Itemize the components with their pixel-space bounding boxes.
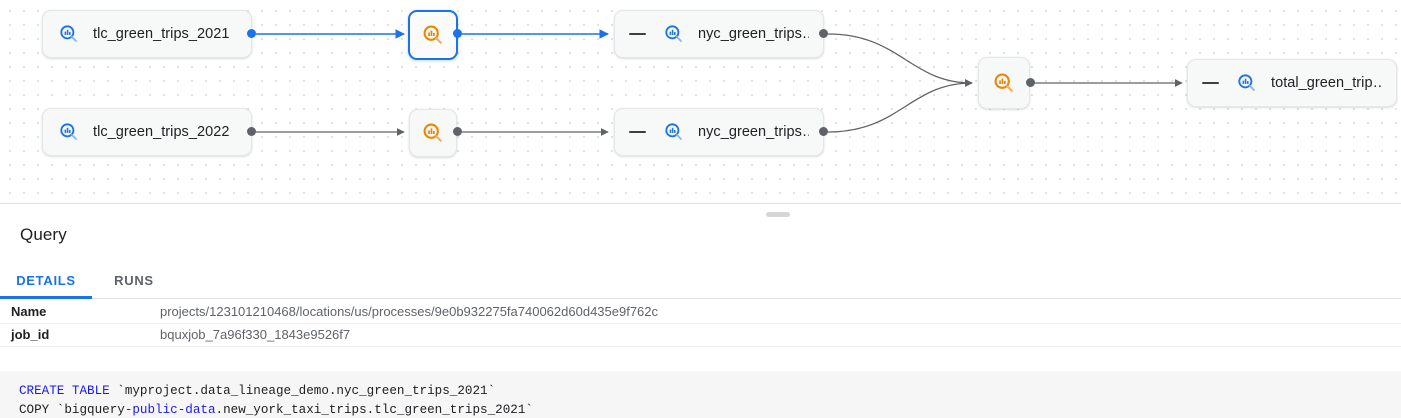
port-out-process-2022[interactable] xyxy=(453,127,462,136)
node-label: nyc_green_trips… xyxy=(698,124,809,140)
property-value: projects/123101210468/locations/us/proce… xyxy=(160,304,659,319)
port-out-tlc-green-trips-2021[interactable] xyxy=(247,29,256,38)
panel-title: Query xyxy=(20,225,67,244)
bigquery-process-icon xyxy=(992,71,1016,95)
code-line: COPY `bigquery-public-data.new_york_taxi… xyxy=(19,403,533,417)
panel-tab-bar: DETAILS RUNS xyxy=(0,264,1401,299)
detail-panel: Query DETAILS RUNS Name projects/1231012… xyxy=(0,203,1401,418)
property-value: bquxjob_7a96f330_1843e9526f7 xyxy=(160,327,351,342)
tab-details[interactable]: DETAILS xyxy=(0,263,92,299)
port-out-nyc-green-trips-2022[interactable] xyxy=(819,127,828,136)
property-key: job_id xyxy=(11,327,50,342)
graph-node-tlc-green-trips-2022[interactable]: tlc_green_trips_2022 xyxy=(42,108,252,156)
collapse-toggle-icon[interactable] xyxy=(629,33,646,35)
bigquery-process-icon xyxy=(421,121,445,145)
bigquery-table-icon xyxy=(1235,71,1259,95)
edge-nyc2021-to-merge xyxy=(827,33,973,87)
bigquery-table-icon xyxy=(662,120,686,144)
port-out-process-merge[interactable] xyxy=(1026,78,1035,87)
node-label: total_green_trip… xyxy=(1271,75,1382,91)
port-out-tlc-green-trips-2022[interactable] xyxy=(247,127,256,136)
code-line: CREATE TABLE `myproject.data_lineage_dem… xyxy=(19,384,496,398)
graph-node-total-green-trips[interactable]: total_green_trip… xyxy=(1187,59,1397,107)
bigquery-table-icon xyxy=(57,120,81,144)
tab-runs-label: RUNS xyxy=(114,273,154,288)
property-row-name: Name projects/123101210468/locations/us/… xyxy=(0,300,1401,324)
port-out-process-2021[interactable] xyxy=(453,29,462,38)
bigquery-process-icon xyxy=(421,23,445,47)
graph-node-process-2022[interactable] xyxy=(409,109,457,157)
lineage-graph-canvas[interactable]: tlc_green_trips_2021 tlc_green_trips_202… xyxy=(0,0,1401,203)
tab-runs[interactable]: RUNS xyxy=(92,263,176,298)
node-label: nyc_green_trips… xyxy=(698,26,809,42)
collapse-toggle-icon[interactable] xyxy=(1202,82,1219,84)
graph-node-nyc-green-trips-2021[interactable]: nyc_green_trips… xyxy=(614,10,824,58)
bigquery-table-icon xyxy=(57,22,81,46)
port-out-nyc-green-trips-2021[interactable] xyxy=(819,29,828,38)
node-label: tlc_green_trips_2021 xyxy=(93,26,230,42)
tab-details-label: DETAILS xyxy=(16,273,76,288)
sql-code-block[interactable]: CREATE TABLE `myproject.data_lineage_dem… xyxy=(0,371,1401,418)
collapse-toggle-icon[interactable] xyxy=(629,131,646,133)
property-row-job-id: job_id bquxjob_7a96f330_1843e9526f7 xyxy=(0,323,1401,347)
panel-resize-handle[interactable] xyxy=(766,212,790,217)
property-key: Name xyxy=(11,304,47,319)
node-label: tlc_green_trips_2022 xyxy=(93,124,230,140)
graph-node-process-merge[interactable] xyxy=(978,57,1030,109)
bigquery-table-icon xyxy=(662,22,686,46)
edge-nyc2022-to-merge xyxy=(827,79,973,133)
graph-node-nyc-green-trips-2022[interactable]: nyc_green_trips… xyxy=(614,108,824,156)
graph-node-process-2021-selected[interactable] xyxy=(408,10,458,60)
graph-node-tlc-green-trips-2021[interactable]: tlc_green_trips_2021 xyxy=(42,10,252,58)
